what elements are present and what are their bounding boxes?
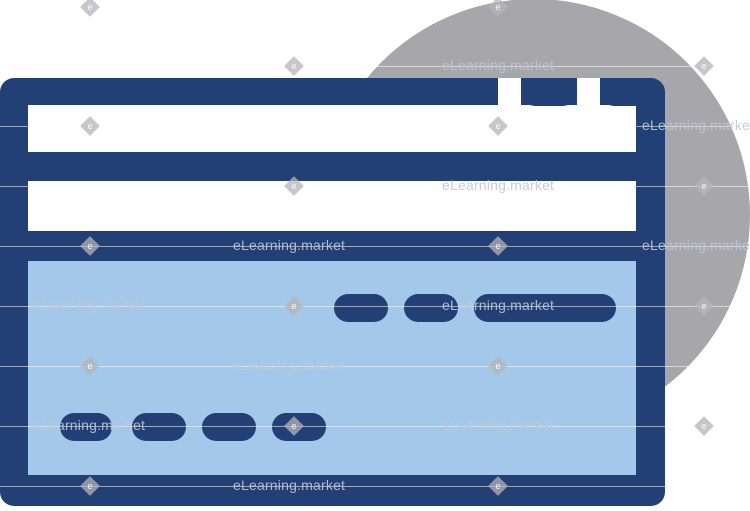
card-number-pill-2 [404,294,458,322]
header-gap-1 [498,78,521,106]
card-detail-pill-1 [60,413,112,441]
header-pill-2 [600,78,648,106]
card-second-stripe [28,181,636,231]
card-top-stripe [28,105,636,152]
card-detail-pill-3 [202,413,256,441]
header-pill-1 [521,78,577,106]
card-detail-pill-2 [132,413,186,441]
card-detail-pill-4 [272,413,326,441]
card-number-pill-3 [474,294,616,322]
card-number-pill-1 [334,294,388,322]
header-gap-2 [577,78,600,106]
card-body-panel [28,261,636,475]
